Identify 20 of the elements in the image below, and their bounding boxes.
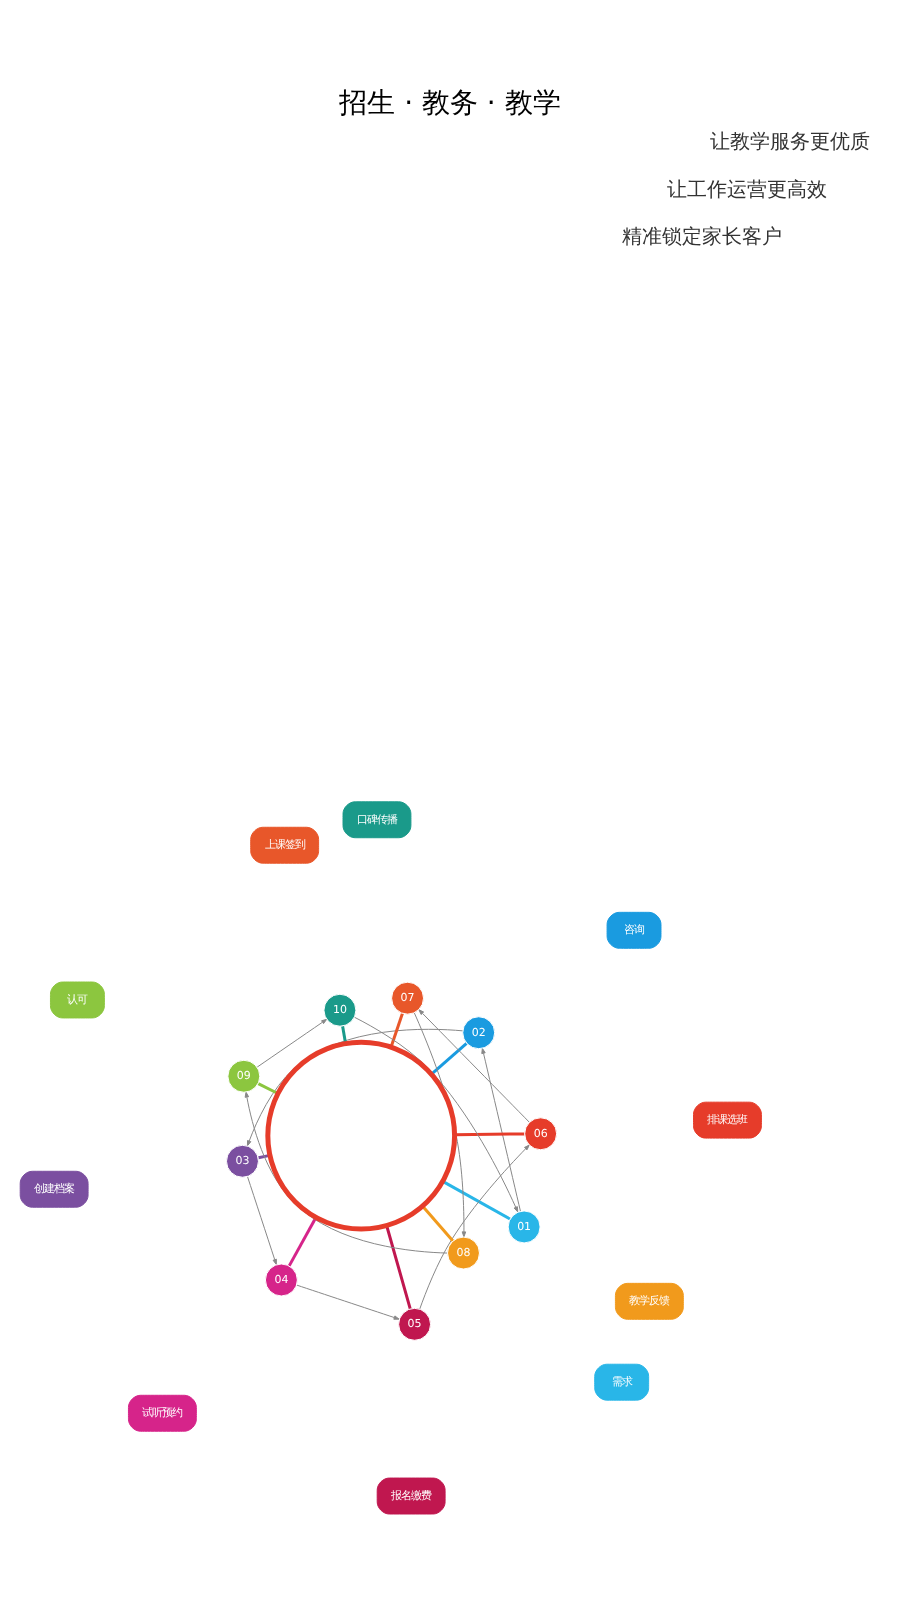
- label: 让工作运营更高效: [666, 179, 827, 202]
- arrow: [418, 1009, 530, 1123]
- label: 精准锁定家长客户: [622, 226, 783, 249]
- arrow: [481, 1047, 521, 1212]
- connector: [385, 1225, 412, 1310]
- connector: [442, 1180, 511, 1221]
- connector: [287, 1216, 318, 1267]
- arrow: [296, 1284, 400, 1320]
- label: 让教学服务更优质: [710, 131, 871, 154]
- arrow: [353, 1016, 519, 1213]
- arrow: [419, 1144, 530, 1310]
- connector: [257, 1082, 279, 1095]
- diagram-title: 招生 · 教务 · 教学: [339, 88, 561, 121]
- node-circle: [265, 1039, 458, 1232]
- arrow: [247, 1176, 277, 1265]
- connector: [430, 1042, 468, 1076]
- connector: [454, 1132, 525, 1137]
- connector: [389, 1012, 404, 1048]
- connector: [421, 1205, 455, 1242]
- arrow: [256, 1018, 328, 1068]
